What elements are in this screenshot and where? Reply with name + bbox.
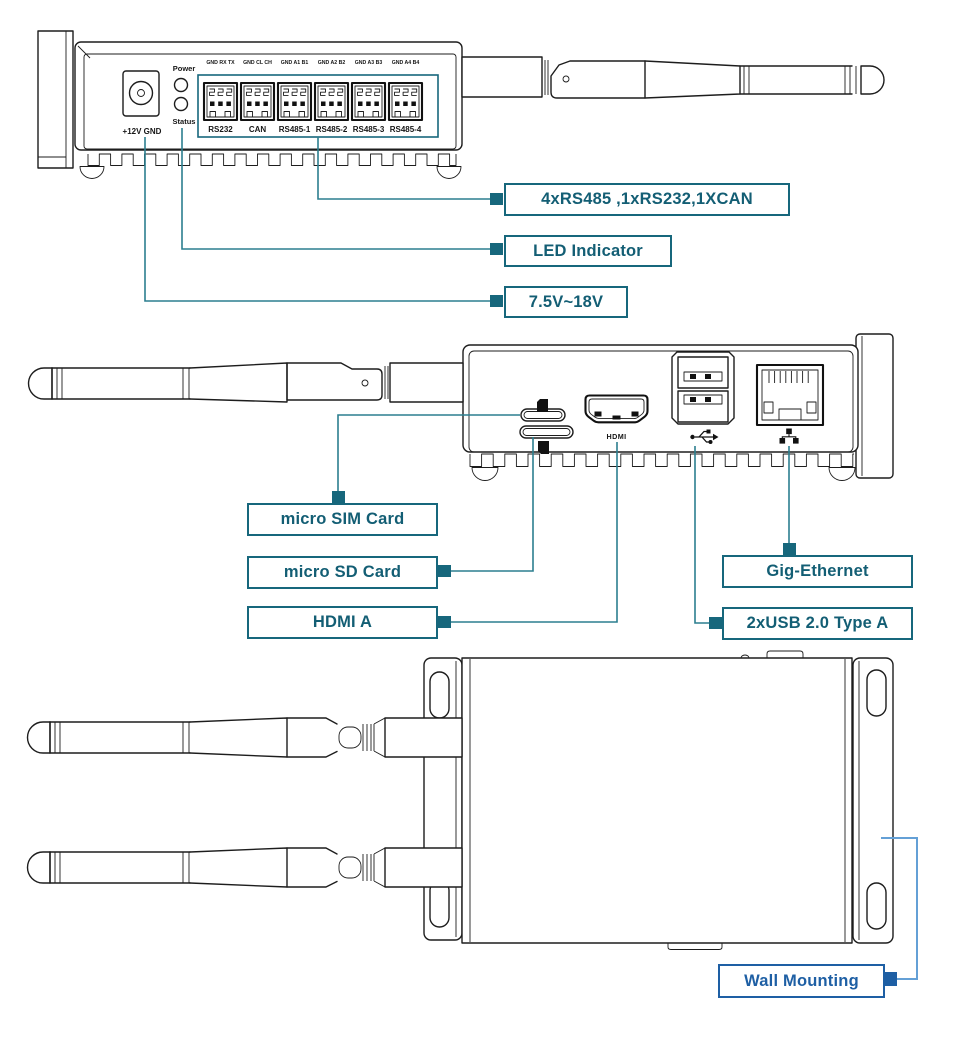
svg-text:RS232: RS232	[208, 125, 233, 134]
usb-icon	[690, 429, 719, 444]
foot	[79, 166, 105, 179]
screw-slot	[866, 882, 887, 930]
callout-wall-mounting: Wall Mounting	[718, 964, 885, 998]
heatsink-fins-side	[469, 453, 854, 467]
device-body-top	[461, 657, 853, 944]
screw-slot	[429, 880, 450, 928]
sim-card-slot	[520, 399, 566, 422]
dc-power-jack	[122, 70, 160, 117]
top-down-view	[26, 650, 918, 986]
ethernet-port	[755, 363, 825, 427]
antenna-1	[26, 717, 463, 758]
svg-text:GND A4 B4: GND A4 B4	[392, 60, 420, 66]
callout-micro-sd: micro SD Card	[247, 556, 438, 589]
ethernet-icon	[779, 428, 799, 444]
sd-card-icon	[538, 441, 549, 454]
callout-power-range: 7.5V~18V	[504, 286, 628, 318]
jack-label: +12V GND	[123, 127, 162, 136]
callout-serial-ports-label: 4xRS485 ,1xRS232,1XCAN	[541, 190, 753, 208]
svg-text:GND CL CH: GND CL CH	[243, 60, 272, 66]
callout-usb: 2xUSB 2.0 Type A	[722, 607, 913, 640]
callout-usb-label: 2xUSB 2.0 Type A	[746, 614, 889, 632]
leader-line-power	[144, 137, 490, 302]
sd-card-slot	[519, 425, 574, 454]
terminal-block-can	[239, 81, 276, 122]
serial-connector-group: GND RX TX GND CL CH GND A1 B1 GND A2 B2 …	[197, 60, 439, 138]
leader-line-usb	[694, 446, 709, 624]
side-panel-view: HDMI	[27, 333, 894, 629]
callout-led-indicator-label: LED Indicator	[533, 241, 643, 260]
status-led	[173, 96, 189, 112]
hdmi-logo-text: HDMI	[607, 432, 627, 441]
svg-text:RS485-4: RS485-4	[390, 125, 422, 134]
terminal-block-rs485-2	[313, 81, 350, 122]
power-led-label: Power	[173, 64, 196, 73]
svg-text:RS485-1: RS485-1	[279, 125, 311, 134]
svg-text:RS485-3: RS485-3	[353, 125, 385, 134]
screw-slot	[866, 669, 887, 717]
terminal-block-rs485-4	[387, 81, 424, 122]
leader-line-sd	[451, 437, 534, 572]
pin-labels-row: GND RX TX GND CL CH GND A1 B1 GND A2 B2 …	[206, 60, 419, 66]
terminal-block-rs232	[202, 81, 239, 122]
mounting-bracket-left-front	[37, 30, 74, 169]
antenna-2	[26, 847, 463, 888]
foot	[436, 166, 462, 179]
callout-serial-ports: 4xRS485 ,1xRS232,1XCAN	[504, 183, 790, 216]
svg-text:GND A2 B2: GND A2 B2	[318, 60, 346, 66]
top-bump	[740, 654, 750, 659]
callout-micro-sim-label: micro SIM Card	[280, 510, 405, 528]
usb-ports	[671, 351, 735, 425]
bottom-clip-tab	[667, 943, 723, 950]
mounting-bracket-right	[852, 657, 894, 944]
callout-gig-ethernet-label: Gig-Ethernet	[766, 562, 869, 580]
svg-text:GND A1 B1: GND A1 B1	[281, 60, 309, 66]
leader-line-sim	[337, 414, 520, 491]
callout-gig-ethernet: Gig-Ethernet	[722, 555, 913, 588]
svg-text:GND A3 B3: GND A3 B3	[355, 60, 383, 66]
callout-hdmi-label: HDMI A	[312, 613, 373, 631]
leader-line-wall-mounting	[881, 837, 918, 980]
svg-text:CAN: CAN	[249, 125, 267, 134]
callout-hdmi: HDMI A	[247, 606, 438, 639]
antenna-left	[27, 362, 464, 403]
callout-wall-mounting-label: Wall Mounting	[744, 971, 859, 990]
terminal-block-rs485-1	[276, 81, 313, 122]
connector-labels-row: RS232 CAN RS485-1 RS485-2 RS485-3 RS485-…	[208, 125, 422, 134]
front-panel-view: +12V GND Power Status GND RX TX GND CL C…	[37, 30, 885, 307]
hdmi-port	[584, 394, 649, 424]
terminal-block-rs485-3	[350, 81, 387, 122]
sim-card-icon	[537, 399, 548, 412]
leader-line-led	[181, 128, 490, 250]
top-clip-tab	[766, 650, 804, 658]
status-led-label: Status	[173, 117, 196, 126]
leader-line-serial	[317, 137, 490, 200]
callout-micro-sd-label: micro SD Card	[283, 563, 402, 581]
heatsink-fins-front	[87, 153, 457, 166]
callout-power-range-label: 7.5V~18V	[528, 292, 604, 311]
foot	[828, 467, 856, 481]
screw-slot	[429, 671, 450, 719]
callout-led-indicator: LED Indicator	[504, 235, 672, 267]
svg-text:GND RX TX: GND RX TX	[206, 60, 235, 66]
leader-line-hdmi	[451, 442, 618, 623]
power-led	[173, 77, 189, 93]
callout-micro-sim: micro SIM Card	[247, 503, 438, 536]
svg-text:RS485-2: RS485-2	[316, 125, 348, 134]
foot	[471, 467, 499, 481]
antenna-right	[461, 56, 885, 99]
